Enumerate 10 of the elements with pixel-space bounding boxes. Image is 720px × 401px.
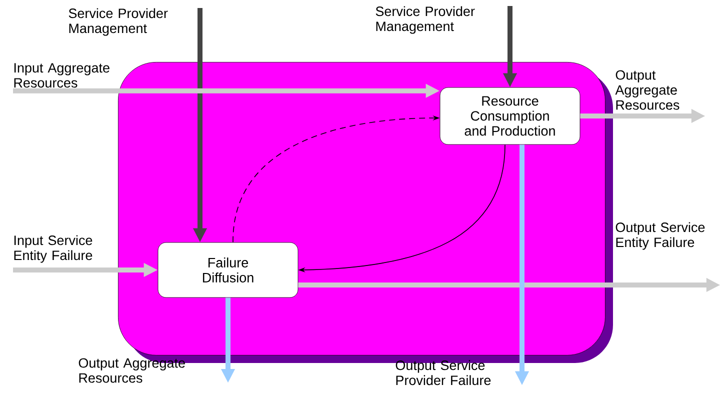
flow-label: Output Aggregate Resources xyxy=(615,70,680,110)
process-box: Failure Diffusion xyxy=(158,242,298,298)
flow-label: Output Service Entity Failure xyxy=(616,222,705,250)
flow-label: Service Provider Management xyxy=(376,6,475,34)
flow-label: Output Aggregate Resources xyxy=(78,358,185,383)
flow-label: Output Service Provider Failure xyxy=(396,360,491,386)
flow-label: Input Service Entity Failure xyxy=(14,235,92,263)
flow-label: Service Provider Management xyxy=(68,8,168,36)
flow-label: Input Aggregate Resources xyxy=(14,63,110,88)
process-box: Resource Consumption and Production xyxy=(440,87,580,145)
